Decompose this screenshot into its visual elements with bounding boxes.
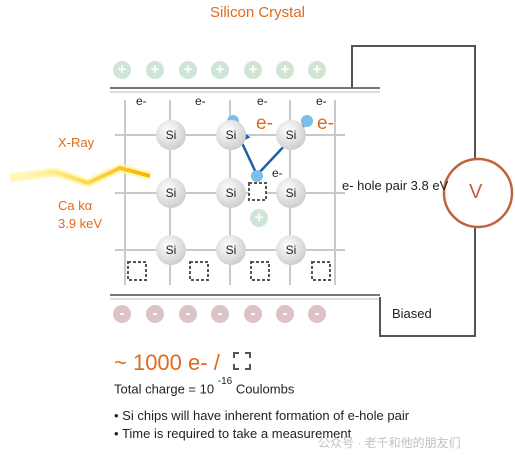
pair-energy-label: e- hole pair 3.8 eV bbox=[342, 178, 449, 193]
minus-charge-icon: - bbox=[244, 305, 262, 323]
electron-dot bbox=[251, 170, 263, 182]
plus-charge-icon: + bbox=[113, 61, 131, 79]
minus-charge-icon: - bbox=[211, 305, 229, 323]
minus-charge-icon: - bbox=[113, 305, 131, 323]
plus-charge-icon: + bbox=[179, 61, 197, 79]
si-atom: Si bbox=[156, 235, 186, 265]
electron-label: e- bbox=[316, 94, 327, 108]
electron-count: ~ 1000 e- / bbox=[114, 350, 220, 375]
voltmeter bbox=[442, 157, 514, 229]
si-atom: Si bbox=[276, 178, 306, 208]
diagram-title: Silicon Crystal bbox=[209, 4, 306, 21]
si-atom: Si bbox=[216, 235, 246, 265]
si-atom: Si bbox=[216, 120, 246, 150]
si-atom: Si bbox=[276, 120, 306, 150]
excited-electron-label: e- bbox=[256, 113, 273, 134]
total-charge-prefix: Total charge = 10 bbox=[114, 381, 215, 397]
note-item: Time is required to take a measurement bbox=[114, 425, 409, 443]
hole-box-icon bbox=[233, 352, 251, 370]
plus-charge-icon: + bbox=[276, 61, 294, 79]
notes-list: Si chips will have inherent formation of… bbox=[114, 407, 409, 443]
source-label: Ca kα 3.9 keV bbox=[58, 197, 102, 233]
si-atom: Si bbox=[216, 178, 246, 208]
total-charge-suffix: Coulombs bbox=[235, 381, 295, 397]
electron-label: e- bbox=[272, 166, 283, 180]
si-atom: Si bbox=[156, 178, 186, 208]
positive-charge-plate bbox=[110, 87, 380, 93]
watermark: 公众号 · 老千和他的朋友们 bbox=[318, 436, 461, 450]
bias-circuit bbox=[351, 45, 476, 337]
minus-charge-icon: - bbox=[146, 305, 164, 323]
source-line-2: 3.9 keV bbox=[58, 216, 103, 231]
minus-charge-icon: - bbox=[308, 305, 326, 323]
hole-plus-icon: + bbox=[250, 209, 268, 227]
plus-charge-icon: + bbox=[146, 61, 164, 79]
minus-charge-icon: - bbox=[276, 305, 294, 323]
voltmeter-label: V bbox=[469, 181, 483, 203]
negative-charge-plate bbox=[110, 294, 380, 300]
hole-boxes bbox=[127, 182, 331, 281]
electron-label: e- bbox=[136, 94, 147, 108]
plus-charge-icon: + bbox=[308, 61, 326, 79]
minus-charge-icon: - bbox=[179, 305, 197, 323]
xray-label: X-Ray bbox=[58, 135, 95, 150]
si-atom: Si bbox=[156, 120, 186, 150]
note-item: Si chips will have inherent formation of… bbox=[114, 407, 409, 425]
source-line-1: Ca kα bbox=[58, 198, 93, 213]
total-charge: Total charge = 10 -16 Coulombs bbox=[114, 376, 295, 397]
electron-label: e- bbox=[257, 94, 268, 108]
biased-label: Biased bbox=[392, 306, 432, 321]
excited-electron-label: e- bbox=[317, 113, 334, 134]
total-charge-exponent: -16 bbox=[217, 376, 233, 387]
si-atom: Si bbox=[276, 235, 306, 265]
electron-dot bbox=[301, 115, 313, 127]
plus-charge-icon: + bbox=[211, 61, 229, 79]
plus-charge-icon: + bbox=[244, 61, 262, 79]
electron-label: e- bbox=[195, 94, 206, 108]
xray-beam bbox=[9, 163, 152, 188]
